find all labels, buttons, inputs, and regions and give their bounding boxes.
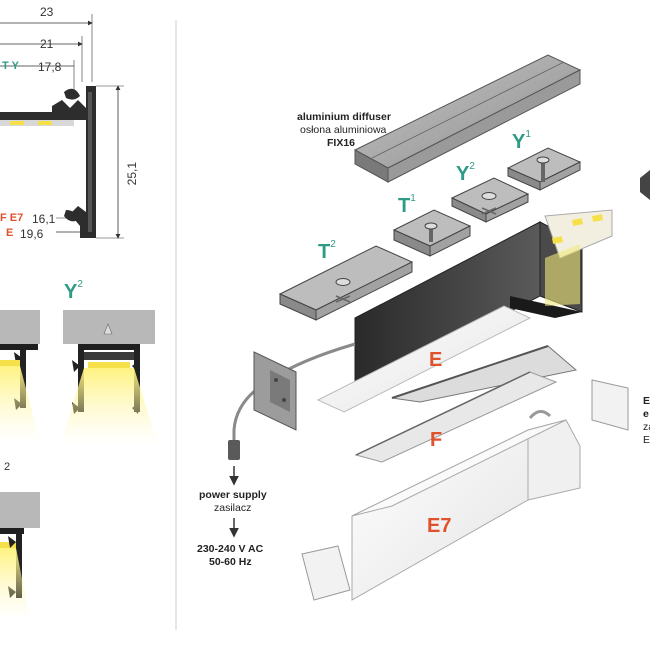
part-f-label: F [430, 429, 443, 451]
variant-left-mount [0, 310, 40, 442]
end-cap-right [591, 379, 629, 431]
part-e7-label: E7 [427, 515, 452, 537]
aluminium-diffuser-part [353, 54, 582, 183]
mounting-clip-t1 [392, 209, 472, 257]
partial-accessory [640, 170, 650, 200]
variant-y2-label: Y2 [64, 279, 83, 303]
clip-y1-label: Y1 [512, 129, 531, 153]
clip-t2-label: T2 [318, 239, 336, 263]
dim-e-letter: E [6, 227, 14, 239]
diffuser-code: FIX16 [327, 137, 356, 149]
end-cap-left [301, 545, 351, 601]
voltage-label: 230-240 V AC [197, 543, 264, 555]
frequency-label: 50-60 Hz [209, 556, 252, 568]
mounting-clip-t2 [278, 245, 414, 321]
dim-ty-letters: T Y [2, 60, 19, 72]
dim-fe7-letters: F E7 [0, 212, 24, 224]
cross-section-profile [0, 14, 124, 239]
dim-fe7-value: 16,1 [32, 212, 56, 226]
dim-ty-value: 17,8 [38, 60, 62, 74]
cut-label-e2: e [643, 408, 649, 420]
diffuser-e [316, 305, 532, 413]
clip-t1-label: T1 [398, 193, 416, 217]
diffuser-f [354, 371, 558, 463]
cut-label-za: za [643, 421, 650, 433]
mounting-clip-y1 [506, 147, 582, 191]
variant-bottom-mount [0, 492, 40, 620]
mounting-clip-y2 [450, 177, 530, 223]
main-profile-body [354, 209, 613, 393]
dim-width-23: 23 [40, 5, 54, 19]
dim-height-251: 25,1 [125, 162, 139, 186]
wall-mount-bracket [253, 351, 297, 431]
clip-y2-label: Y2 [456, 161, 475, 185]
dim-width-21: 21 [40, 37, 54, 51]
cut-label-e: E [643, 395, 650, 407]
diffuser-e7 [351, 410, 581, 601]
dim-e-value: 19,6 [20, 227, 44, 241]
variant-y2-mount [60, 310, 158, 446]
variant-bottom-sup: 2 [4, 461, 11, 473]
diffuser-title: aluminium diffuser [297, 111, 391, 123]
power-supply-subtitle: zasilacz [214, 502, 252, 514]
cut-label-e3: E [643, 434, 650, 446]
power-supply-title: power supply [199, 489, 267, 501]
diffuser-subtitle: osłona aluminiowa [300, 124, 387, 136]
profile-strip [391, 345, 578, 403]
part-e-label: E [429, 349, 443, 371]
